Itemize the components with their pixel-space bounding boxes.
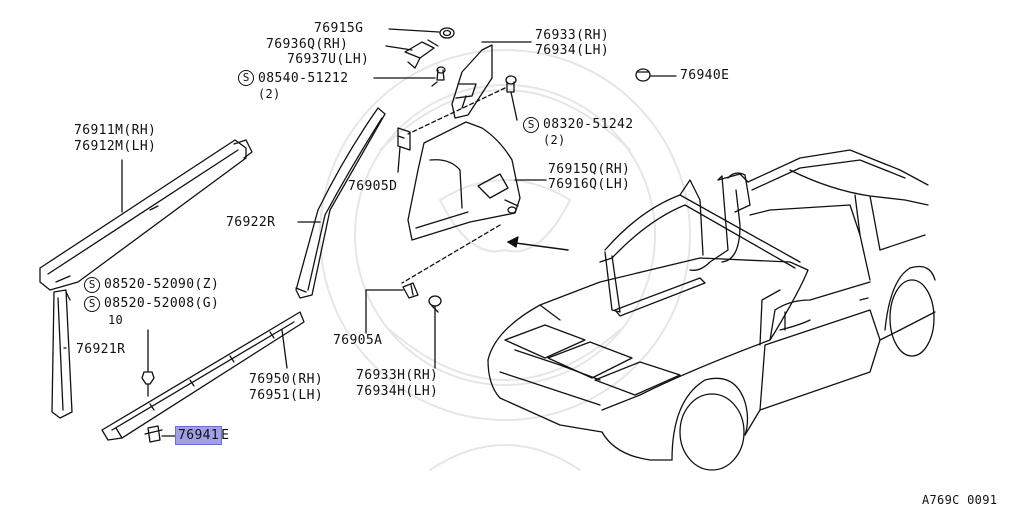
figure-code: A769C 0091 bbox=[922, 493, 998, 507]
callout-08540: 08540-51212 bbox=[258, 71, 349, 86]
screw-08520-part bbox=[141, 329, 155, 397]
screw-symbol-icon: S bbox=[84, 296, 100, 312]
callout-08320: 08320-51242 bbox=[543, 117, 634, 132]
callout-76951: 76951(LH) bbox=[249, 388, 324, 403]
callout-76911m: 76911M(RH) bbox=[74, 123, 157, 138]
screw-symbol-icon: S bbox=[238, 70, 254, 86]
callout-76937u: 76937U(LH) bbox=[287, 52, 370, 67]
callout-76941e-suffix: E bbox=[221, 428, 230, 443]
callout-76950: 76950(RH) bbox=[249, 372, 324, 387]
screw-symbol-icon: S bbox=[84, 277, 100, 293]
callout-76915g: 76915G bbox=[314, 21, 364, 36]
bracket-76936q-part bbox=[385, 39, 439, 69]
callout-76922r: 76922R bbox=[226, 215, 276, 230]
callout-76933: 76933(RH) bbox=[535, 28, 610, 43]
callout-76940e: 76940E bbox=[680, 68, 730, 83]
cap-76933h-part bbox=[428, 295, 442, 369]
callout-76933h: 76933H(RH) bbox=[356, 368, 439, 383]
callout-08520-qty: 10 bbox=[108, 313, 124, 327]
strip-76921r-part bbox=[51, 289, 73, 419]
clip-76905d-part bbox=[397, 127, 411, 173]
callout-76936q: 76936Q(RH) bbox=[266, 37, 349, 52]
pillar-molding-76922r-part bbox=[295, 107, 386, 299]
screw-08540-part bbox=[373, 66, 446, 87]
callout-76916q: 76916Q(LH) bbox=[548, 177, 631, 192]
callout-76912m: 76912M(LH) bbox=[74, 139, 157, 154]
callout-76934h: 76934H(LH) bbox=[356, 384, 439, 399]
plug-76940e-part bbox=[635, 68, 677, 82]
sill-plate-76950-part bbox=[101, 311, 305, 441]
car-body-outline bbox=[487, 149, 936, 471]
trim-76933-part bbox=[451, 41, 532, 119]
clip-76941e-part bbox=[144, 425, 177, 443]
callout-76905d: 76905D bbox=[348, 179, 398, 194]
direction-arrow bbox=[507, 236, 569, 251]
callout-08520-z: 08520-52090(Z) bbox=[104, 277, 220, 292]
screw-08320-part bbox=[505, 75, 518, 121]
quarter-trim-76915q-part bbox=[407, 121, 547, 241]
fastener-76905a-part bbox=[365, 282, 419, 334]
molding-76911m-part bbox=[39, 139, 253, 291]
highlighted-part-number[interactable]: 76941 bbox=[174, 426, 223, 445]
callout-08520-g: 08520-52008(G) bbox=[104, 296, 220, 311]
callout-76934: 76934(LH) bbox=[535, 43, 610, 58]
callout-76915q: 76915Q(RH) bbox=[548, 162, 631, 177]
callout-76905a: 76905A bbox=[333, 333, 383, 348]
screw-symbol-icon: S bbox=[523, 117, 539, 133]
callout-08540-qty: (2) bbox=[258, 87, 281, 101]
callout-76921r: 76921R bbox=[76, 342, 126, 357]
watermark-emblem bbox=[319, 49, 691, 471]
callout-08320-qty: (2) bbox=[543, 133, 566, 147]
clip-76915g-part bbox=[388, 27, 455, 39]
assembly-dash-lines bbox=[401, 87, 506, 284]
